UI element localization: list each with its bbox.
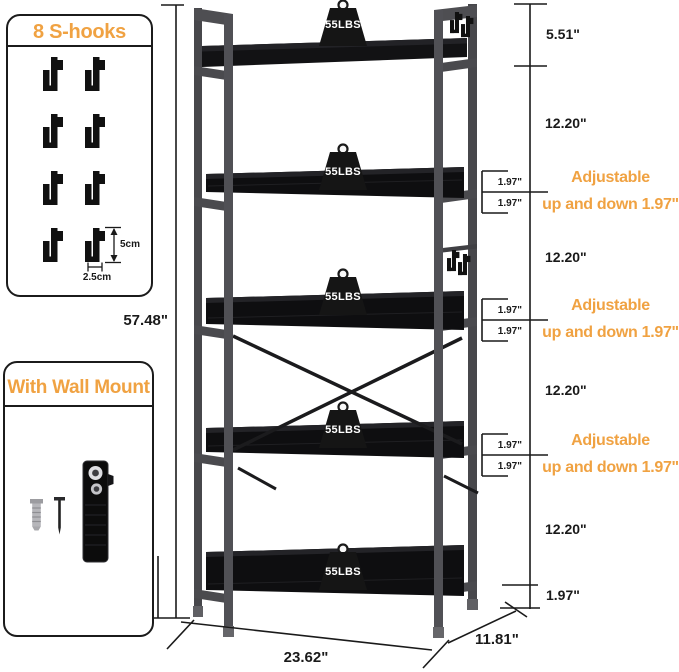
adjustable-bracket xyxy=(481,433,548,477)
hook-height-label: 5cm xyxy=(120,239,141,250)
weight-label: 55LBS xyxy=(325,424,361,436)
weight-label: 55LBS xyxy=(325,566,361,578)
adjust-up-label: 1.97" xyxy=(497,305,522,316)
hook-width-marks xyxy=(87,262,103,272)
height-dimension-line xyxy=(152,4,190,619)
section-label: 12.20" xyxy=(545,249,587,265)
adjust-up-label: 1.97" xyxy=(497,440,522,451)
wall-mount-box-title: With Wall Mount xyxy=(5,363,152,407)
weight-label: 55LBS xyxy=(325,166,361,178)
cross-brace xyxy=(232,334,479,495)
depth-label: 11.81" xyxy=(475,631,519,648)
s-hooks-box: 8 S-hooks xyxy=(6,14,153,297)
adjustable-note-line1: Adjustable xyxy=(571,169,650,186)
weight-55lbs xyxy=(319,543,367,590)
total-height-label: 57.48" xyxy=(123,312,168,329)
weight-label: 55LBS xyxy=(325,19,361,31)
s-hook xyxy=(85,114,105,148)
adjustable-note-line1: Adjustable xyxy=(571,432,650,449)
s-hook xyxy=(43,228,63,262)
weight-55lbs xyxy=(319,268,367,315)
hook-width-label: 2.5cm xyxy=(82,272,112,283)
top-section-label: 5.51" xyxy=(546,26,580,42)
adjustable-note-line2: up and down 1.97" xyxy=(542,324,679,341)
section-label: 12.20" xyxy=(545,382,587,398)
s-hook xyxy=(85,171,105,205)
width-label: 23.62" xyxy=(283,649,329,666)
adjustable-bracket xyxy=(481,170,548,214)
adjust-up-label: 1.97" xyxy=(497,177,522,188)
hook-height-arrow xyxy=(105,226,121,264)
s-hooks-box-title: 8 S-hooks xyxy=(8,16,151,47)
s-hook xyxy=(43,171,63,205)
s-hook xyxy=(43,114,63,148)
nail xyxy=(54,497,65,535)
s-hook xyxy=(85,57,105,91)
adjust-down-label: 1.97" xyxy=(497,326,522,337)
s-hook xyxy=(85,228,105,262)
weight-55lbs xyxy=(319,0,367,46)
wall-mount-box: With Wall Mount xyxy=(3,361,154,637)
weight-55lbs xyxy=(319,401,367,448)
adjust-down-label: 1.97" xyxy=(497,198,522,209)
width-dimension-line xyxy=(166,619,450,669)
s-hook-grid xyxy=(43,57,105,262)
right-dimension-line xyxy=(500,3,547,609)
adjustable-note-line2: up and down 1.97" xyxy=(542,459,679,476)
adjustable-note-line1: Adjustable xyxy=(571,297,650,314)
wall-anchor xyxy=(30,499,43,531)
wall-strap xyxy=(82,460,114,563)
s-hook xyxy=(43,57,63,91)
adjustable-note-line2: up and down 1.97" xyxy=(542,196,679,213)
adjust-down-label: 1.97" xyxy=(497,461,522,472)
shelf-frame-front xyxy=(223,10,444,638)
depth-dimension-line xyxy=(447,601,528,644)
weight-55lbs xyxy=(319,143,367,190)
section-label: 12.20" xyxy=(545,521,587,537)
weight-label: 55LBS xyxy=(325,291,361,303)
section-label: 12.20" xyxy=(545,115,587,131)
leg-height-label: 1.97" xyxy=(546,587,580,603)
adjustable-bracket xyxy=(481,298,548,342)
